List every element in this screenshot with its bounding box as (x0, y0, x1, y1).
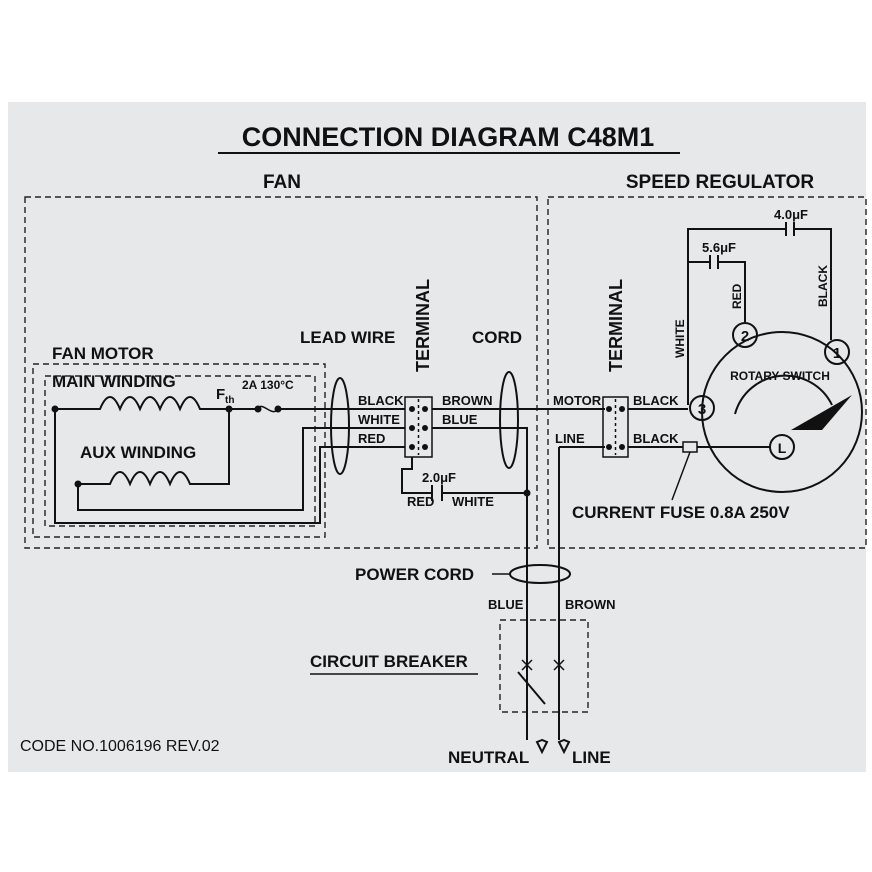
paper-background (8, 102, 866, 772)
switch-position-1 (824, 339, 850, 365)
fan-terminal-pin (422, 425, 428, 431)
lead-wire-label: LEAD WIRE (300, 328, 395, 347)
regulator-terminal-pin (619, 444, 625, 450)
wire-label-brown: BROWN (442, 393, 493, 408)
circuit-breaker-frame (499, 619, 589, 713)
diagram-title: CONNECTION DIAGRAM C48M1 (242, 122, 655, 152)
fan-terminal-pin (409, 425, 415, 431)
wire-label-white-vertical: WHITE (673, 319, 687, 358)
power-cord-brown-label: BROWN (565, 597, 616, 612)
regulator-terminal-pin (606, 406, 612, 412)
fan-terminal-label: TERMINAL (413, 279, 433, 372)
power-cord-label: POWER CORD (355, 565, 474, 584)
regulator-black-motor-label: BLACK (633, 393, 679, 408)
main-winding-coil (55, 396, 405, 412)
wire-label-blue: BLUE (442, 412, 478, 427)
wire-capacitor-4uF (687, 228, 832, 405)
current-fuse-pointer (671, 451, 691, 501)
thermal-fuse-rating: 2A 130°C (242, 378, 294, 392)
power-cord-bundle (509, 564, 571, 584)
fan-motor-inner-frame (44, 375, 316, 527)
neutral-arrow (535, 738, 549, 755)
fan-motor-frame (32, 363, 326, 538)
output-line-label: LINE (572, 748, 611, 767)
aux-winding-label: AUX WINDING (80, 443, 196, 462)
breaker-output-wires (526, 690, 560, 740)
switch-position-1-label: 1 (833, 345, 841, 362)
wire-label-black-vertical: BLACK (816, 265, 830, 307)
power-cord-blue-label: BLUE (488, 597, 524, 612)
fan-terminal-pin (422, 406, 428, 412)
fan-section-label: FAN (263, 172, 301, 193)
speed-regulator-section-frame (547, 196, 867, 549)
circuit-breaker-label: CIRCUIT BREAKER (310, 652, 468, 671)
lead-wire-bundle (330, 377, 350, 475)
rotary-switch-pointer (791, 395, 852, 430)
thermal-fuse-symbol: F (216, 386, 225, 403)
wire-label-red: RED (358, 431, 385, 446)
breaker-contact-neutral (521, 659, 533, 671)
regulator-terminal-block (602, 396, 629, 458)
switch-position-l (769, 434, 795, 460)
capacitor-4uF-value: 4.0μF (774, 207, 808, 222)
switch-position-l-label: L (778, 440, 787, 456)
capacitor-2uF-white-label: WHITE (452, 494, 494, 509)
breaker-contact-line (553, 659, 565, 671)
aux-winding-coil (78, 409, 230, 487)
capacitor-2uF-junction-dot (523, 489, 531, 497)
capacitor-2uF-red-label: RED (407, 494, 434, 509)
rotary-switch-body (701, 331, 863, 493)
code-number: CODE NO.1006196 REV.02 (20, 738, 220, 755)
breaker-switch-blade (517, 671, 546, 705)
wire-label-white: WHITE (358, 412, 400, 427)
thermal-fuse-subscript: th (225, 395, 234, 406)
current-fuse-label: CURRENT FUSE 0.8A 250V (572, 503, 790, 522)
wire-label-red-vertical: RED (730, 283, 744, 309)
capacitor-2uF-value: 2.0μF (422, 470, 456, 485)
regulator-terminal-pin (606, 444, 612, 450)
line-arrow (557, 738, 571, 755)
capacitor-5uF-value: 5.6μF (702, 240, 736, 255)
switch-position-2-label: 2 (741, 328, 749, 345)
switch-position-3-label: 3 (698, 401, 706, 418)
cord-bundle (499, 371, 519, 469)
fan-terminal-pin (409, 406, 415, 412)
fan-terminal-pin (409, 444, 415, 450)
wire-capacitor-5uF (688, 261, 746, 322)
thermal-fuse-element (257, 405, 279, 413)
switch-position-3 (689, 395, 715, 421)
main-winding-label: MAIN WINDING (52, 372, 176, 391)
switch-position-2 (732, 322, 758, 348)
fan-section-frame (24, 196, 538, 549)
regulator-line-label: LINE (555, 431, 585, 446)
regulator-black-line-label: BLACK (633, 431, 679, 446)
wire-capacitor-2uF (401, 457, 527, 494)
cord-label: CORD (472, 328, 522, 347)
speed-regulator-section-label: SPEED REGULATOR (626, 172, 815, 193)
fan-motor-label: FAN MOTOR (52, 344, 154, 363)
wire-white-motor (77, 427, 405, 511)
wire-label-black: BLACK (358, 393, 404, 408)
wire-blue (432, 427, 528, 740)
regulator-terminal-pin (619, 406, 625, 412)
output-neutral-label: NEUTRAL (448, 748, 529, 767)
fan-terminal-pin (422, 444, 428, 450)
regulator-terminal-label: TERMINAL (606, 279, 626, 372)
rotary-switch-arc (734, 374, 833, 415)
regulator-motor-label: MOTOR (553, 393, 602, 408)
